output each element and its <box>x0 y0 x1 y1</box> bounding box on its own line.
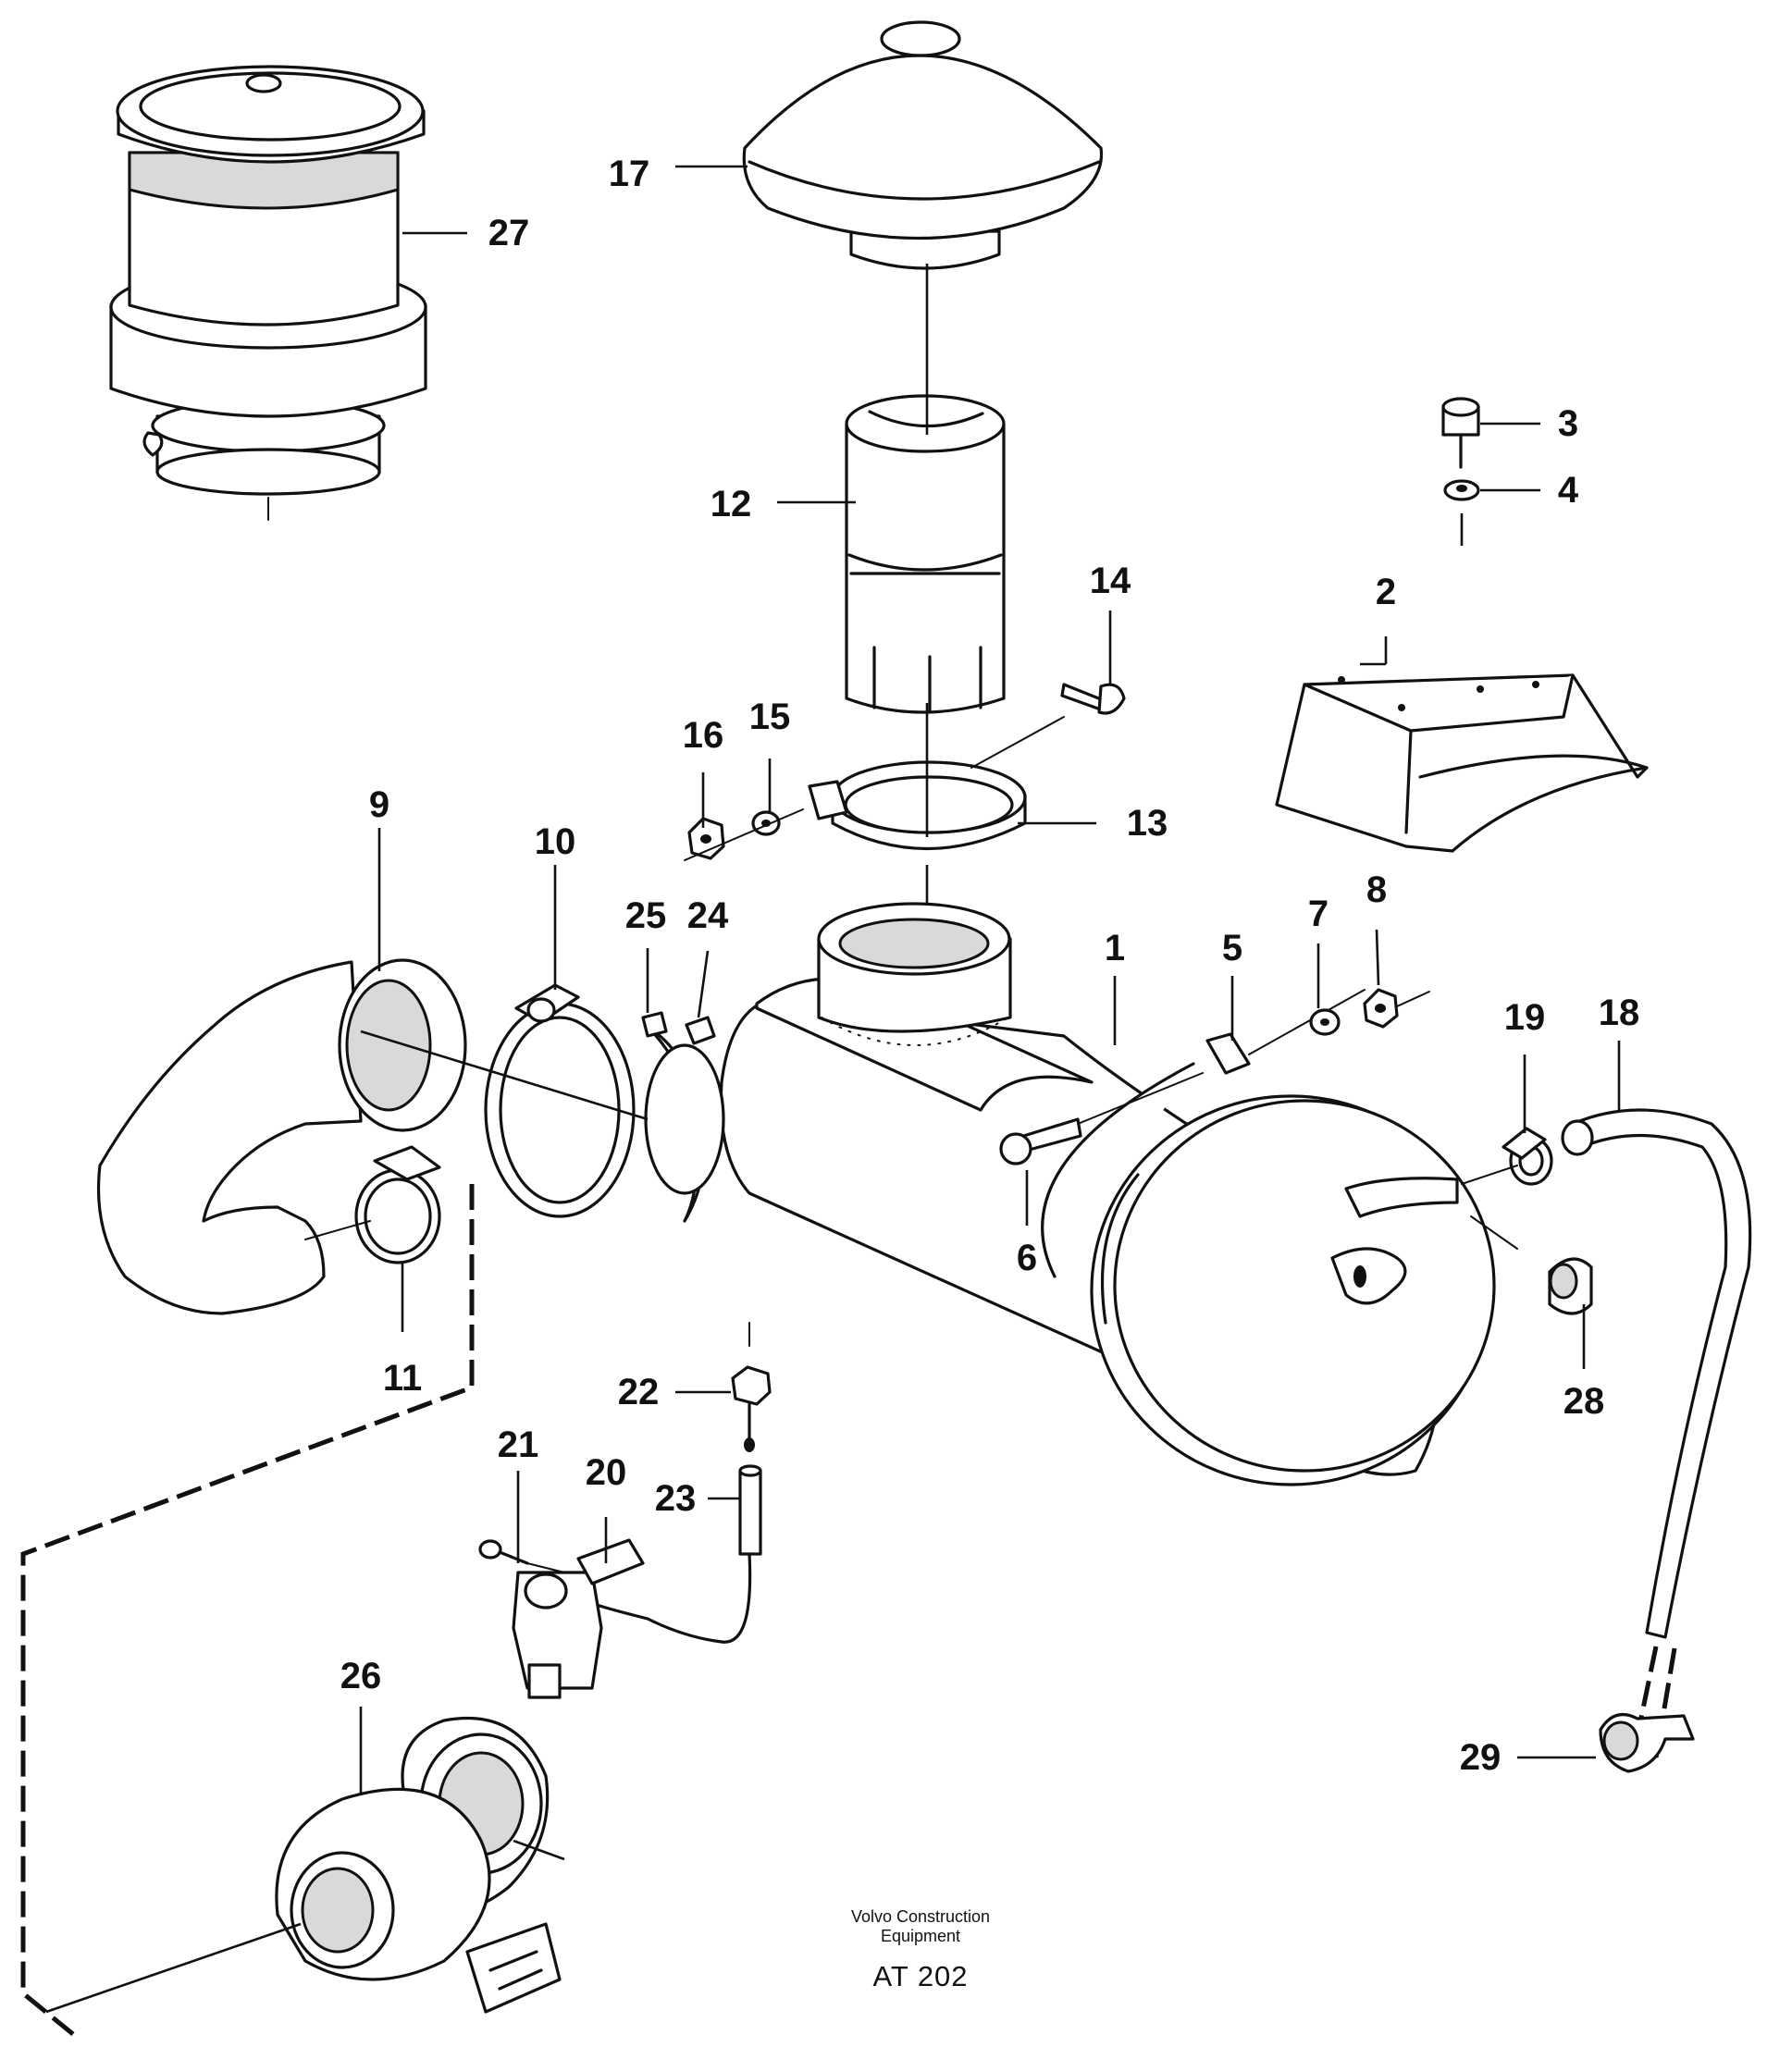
part-22-fitting <box>731 1322 772 1452</box>
part-label-8: 8 <box>1366 869 1388 910</box>
part-label-24: 24 <box>686 895 729 936</box>
part-label-4: 4 <box>1557 470 1579 511</box>
drawing-code: AT 202 <box>872 1960 969 1992</box>
part-label-29: 29 <box>1459 1737 1502 1778</box>
part-label-17: 17 <box>608 154 650 194</box>
part-15-washer <box>751 810 781 836</box>
part-13-clamp <box>808 760 1027 851</box>
part-label-25: 25 <box>624 895 667 936</box>
part-label-1: 1 <box>1104 928 1126 968</box>
part-label-23: 23 <box>654 1478 697 1519</box>
part-label-7: 7 <box>1307 894 1329 934</box>
part-29-clip <box>1599 1712 1695 1773</box>
part-label-27: 27 <box>488 213 530 253</box>
part-4-washer <box>1443 479 1480 546</box>
part-3-bolt <box>1441 397 1480 469</box>
part-17-rain-cap <box>742 20 1104 270</box>
part-label-14: 14 <box>1089 561 1131 601</box>
part-label-18: 18 <box>1598 993 1640 1033</box>
part-label-26: 26 <box>340 1656 382 1696</box>
part-label-2: 2 <box>1375 572 1397 612</box>
part-label-22: 22 <box>617 1372 660 1412</box>
part-21-screw <box>478 1539 565 1573</box>
part-6-bolt <box>999 1072 1204 1165</box>
part-20-sensor <box>512 1538 645 1699</box>
part-9-elbow-hose <box>96 958 649 1315</box>
part-12-pipe <box>845 394 1006 714</box>
part-label-9: 9 <box>368 784 390 825</box>
part-7-washer <box>1309 1008 1341 1036</box>
part-28-grommet <box>1470 1215 1593 1315</box>
part-label-21: 21 <box>497 1424 539 1465</box>
part-23-hose <box>595 1464 762 1644</box>
part-27-precleaner <box>109 65 427 521</box>
part-24-25-clips <box>641 1011 725 1223</box>
part-label-11: 11 <box>382 1358 423 1399</box>
part-label-6: 6 <box>1016 1238 1038 1278</box>
part-label-13: 13 <box>1126 803 1168 844</box>
part-8-nut <box>1363 988 1430 1029</box>
part-11-clamp <box>304 1145 441 1264</box>
part-label-16: 16 <box>682 715 724 756</box>
part-label-10: 10 <box>534 821 576 862</box>
part-2-bracket <box>1275 673 1649 853</box>
part-14-bolt <box>970 683 1126 769</box>
part-19-clamp <box>1461 1127 1553 1186</box>
part-label-20: 20 <box>585 1452 627 1493</box>
part-label-19: 19 <box>1503 997 1546 1038</box>
leader-lines <box>359 165 1621 1794</box>
company-name-line2: Equipment <box>880 1927 961 1945</box>
part-label-12: 12 <box>710 484 752 524</box>
part-label-15: 15 <box>748 697 791 737</box>
part-label-28: 28 <box>1563 1381 1605 1422</box>
part-label-3: 3 <box>1557 403 1579 444</box>
part-26-turbocharger <box>45 1716 565 2014</box>
part-5-band <box>1041 989 1366 1278</box>
footer-company: Volvo Construction Equipment <box>851 1907 990 1946</box>
part-label-5: 5 <box>1221 928 1243 968</box>
part-18-hose <box>1561 1108 1752 1758</box>
part-16-nut <box>684 808 804 861</box>
company-name-line1: Volvo Construction <box>850 1907 991 1926</box>
part-10-hose-clamp <box>484 983 636 1218</box>
